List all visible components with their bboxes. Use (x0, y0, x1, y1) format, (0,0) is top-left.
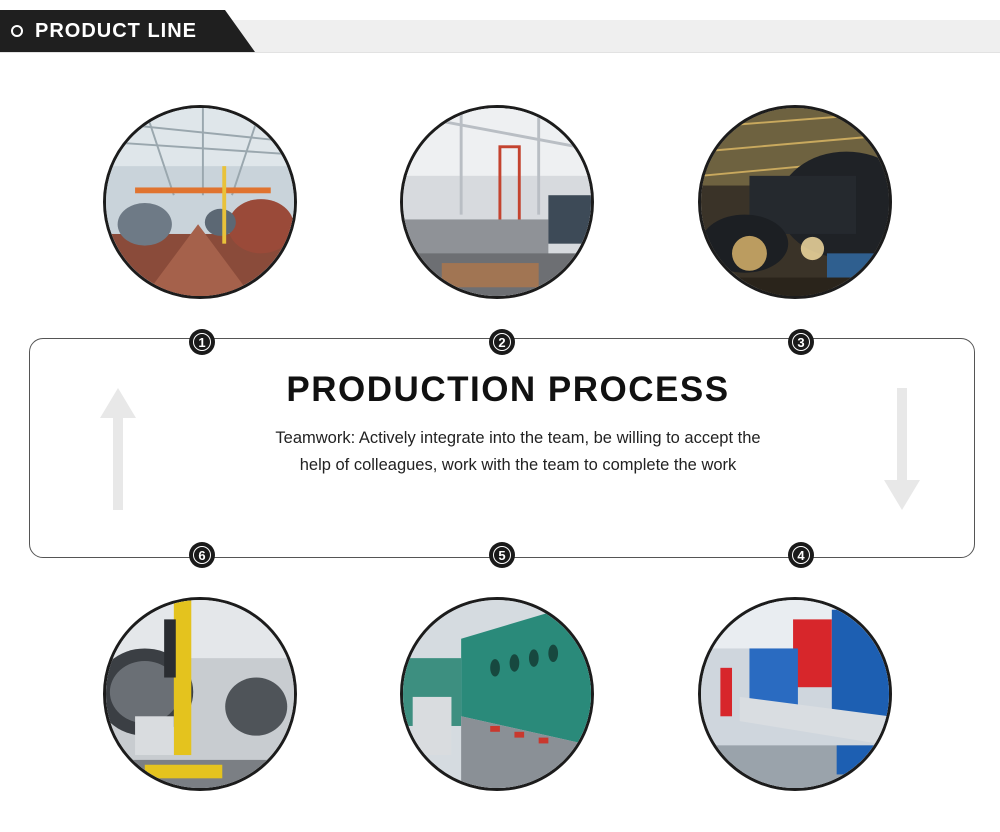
step-number: 1 (193, 333, 211, 351)
process-description: Teamwork: Actively integrate into the te… (275, 429, 761, 474)
step-number: 2 (493, 333, 511, 351)
step-4-photo (698, 597, 892, 791)
header: PRODUCT LINE (0, 10, 235, 52)
step-number: 6 (193, 546, 211, 564)
step-1-photo (103, 105, 297, 299)
arrow-down-icon (884, 388, 920, 510)
step-6-photo (103, 597, 297, 791)
step-number: 4 (792, 546, 810, 564)
arrow-up-icon (100, 388, 136, 510)
step-badge-5: 5 (489, 542, 515, 568)
header-tab (0, 10, 255, 52)
step-badge-3: 3 (788, 329, 814, 355)
header-title: PRODUCT LINE (35, 19, 197, 42)
step-number: 5 (493, 546, 511, 564)
step-badge-4: 4 (788, 542, 814, 568)
step-number: 3 (792, 333, 810, 351)
step-badge-2: 2 (489, 329, 515, 355)
step-5-photo (400, 597, 594, 791)
circle-bullet-icon (11, 25, 23, 37)
step-2-photo (400, 105, 594, 299)
process-title: PRODUCTION PROCESS (286, 370, 730, 409)
step-badge-1: 1 (189, 329, 215, 355)
step-3-photo (698, 105, 892, 299)
production-process-panel (29, 338, 975, 558)
step-badge-6: 6 (189, 542, 215, 568)
